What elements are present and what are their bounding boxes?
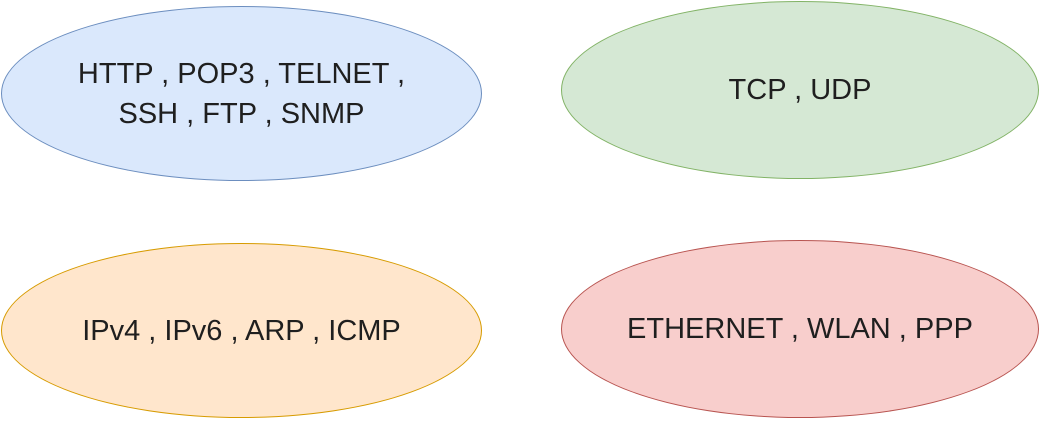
network-layer-ellipse: IPv4 , IPv6 , ARP , ICMP bbox=[1, 243, 482, 418]
application-protocols-line-2: SSH , FTP , SNMP bbox=[118, 97, 365, 130]
network-protocols-line: IPv4 , IPv6 , ARP , ICMP bbox=[82, 314, 401, 347]
application-protocols-line-1: HTTP , POP3 , TELNET , bbox=[77, 57, 406, 90]
link-layer-ellipse: ETHERNET , WLAN , PPP bbox=[561, 240, 1039, 418]
application-layer-ellipse: HTTP , POP3 , TELNET , SSH , FTP , SNMP bbox=[1, 6, 482, 181]
transport-layer-ellipse: TCP , UDP bbox=[561, 1, 1039, 179]
link-protocols-line: ETHERNET , WLAN , PPP bbox=[627, 313, 973, 345]
transport-protocols-line: TCP , UDP bbox=[728, 74, 872, 106]
